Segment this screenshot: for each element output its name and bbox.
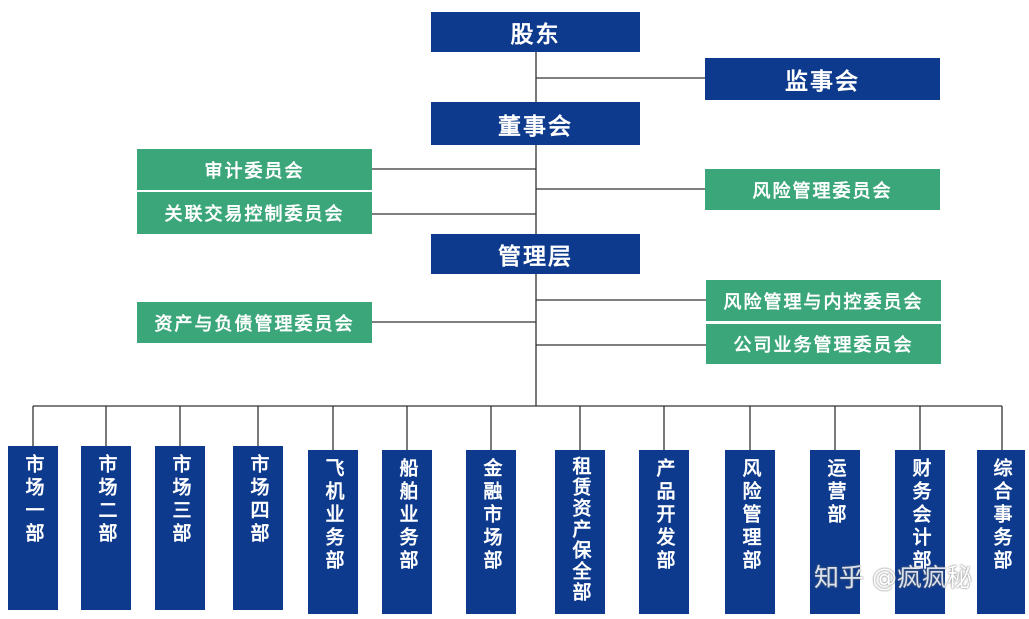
department-label: 产品开发部 (653, 458, 676, 573)
board-box: 董事会 (431, 102, 640, 145)
department-box: 运营部 (810, 450, 860, 614)
supervisory-board-label: 监事会 (785, 68, 860, 95)
department-label: 船舶业务部 (396, 458, 419, 573)
department-label: 财务会计部 (909, 458, 932, 573)
department-label: 金融市场部 (480, 458, 503, 573)
department-label: 飞机业务部 (322, 458, 345, 573)
risk-management-committee-label: 风险管理委员会 (752, 180, 893, 202)
related-party-committee-label: 关联交易控制委员会 (164, 204, 345, 225)
related-party-committee-box: 关联交易控制委员会 (137, 192, 372, 234)
risk-internal-control-committee-label: 风险管理与内控委员会 (723, 291, 924, 313)
department-box: 市场一部 (8, 446, 58, 610)
department-label: 运营部 (824, 458, 847, 527)
department-box: 租赁资产保全部 (555, 450, 605, 614)
audit-committee-label: 审计委员会 (204, 160, 305, 182)
management-box: 管理层 (431, 234, 640, 274)
department-box: 财务会计部 (895, 450, 945, 614)
department-box: 市场三部 (155, 446, 205, 610)
department-label: 风险管理部 (739, 458, 762, 573)
corporate-business-committee-box: 公司业务管理委员会 (706, 324, 941, 364)
supervisory-board-box: 监事会 (705, 58, 940, 100)
department-label: 综合事务部 (990, 458, 1013, 573)
shareholders-box: 股东 (431, 12, 640, 52)
shareholders-label: 股东 (510, 21, 561, 48)
department-box: 产品开发部 (639, 450, 689, 614)
corporate-business-committee-label: 公司业务管理委员会 (733, 335, 914, 356)
department-box: 金融市场部 (466, 450, 516, 614)
department-box: 飞机业务部 (308, 450, 358, 614)
department-label: 租赁资产保全部 (569, 456, 592, 603)
risk-internal-control-committee-box: 风险管理与内控委员会 (706, 280, 941, 321)
department-box: 风险管理部 (725, 450, 775, 614)
risk-management-committee-box: 风险管理委员会 (705, 169, 940, 210)
audit-committee-box: 审计委员会 (137, 149, 372, 190)
department-label: 市场二部 (95, 454, 118, 546)
department-label: 市场一部 (22, 454, 45, 546)
management-label: 管理层 (498, 243, 573, 270)
alm-committee-label: 资产与负债管理委员会 (154, 313, 355, 335)
department-box: 市场二部 (81, 446, 131, 610)
department-box: 综合事务部 (977, 450, 1025, 614)
alm-committee-box: 资产与负债管理委员会 (137, 302, 372, 343)
board-label: 董事会 (498, 112, 573, 140)
department-label: 市场四部 (247, 454, 270, 546)
watermark: 知乎 @疯疯秘 (814, 563, 972, 592)
department-box: 市场四部 (233, 446, 283, 610)
department-box: 船舶业务部 (382, 450, 432, 614)
department-label: 市场三部 (169, 454, 192, 546)
